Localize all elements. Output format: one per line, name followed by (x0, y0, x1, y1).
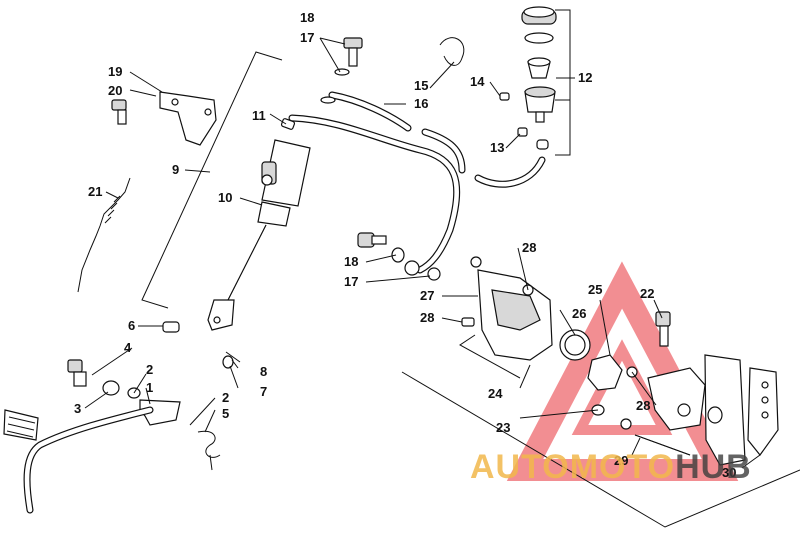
callout-27: 27 (420, 288, 434, 303)
callout-14: 14 (470, 74, 485, 89)
callout-7: 7 (260, 384, 267, 399)
callout-13: 13 (490, 140, 504, 155)
master-cylinder (207, 118, 311, 331)
callout-28: 28 (420, 310, 434, 325)
leader-lines (84, 37, 761, 469)
callout-23: 23 (496, 420, 510, 435)
callout-26: 26 (572, 306, 586, 321)
watermark-part-1: AUTOMOTO (470, 448, 676, 486)
clevis-pin (162, 321, 241, 369)
callout-2: 2 (222, 390, 229, 405)
callout-1: 1 (146, 380, 153, 395)
callout-17: 17 (344, 274, 358, 289)
callout-24: 24 (488, 386, 503, 401)
callout-5: 5 (222, 406, 229, 421)
callout-2: 2 (146, 362, 153, 377)
callout-8: 8 (260, 364, 267, 379)
callout-12: 12 (578, 70, 592, 85)
callout-15: 15 (414, 78, 428, 93)
callout-4: 4 (124, 340, 132, 355)
callout-30: 30 (722, 465, 736, 480)
callout-19: 19 (108, 64, 122, 79)
callout-18: 18 (300, 10, 314, 25)
reservoir-assembly (499, 6, 557, 150)
banjo-fittings (320, 37, 441, 281)
callout-6: 6 (128, 318, 135, 333)
callout-18: 18 (344, 254, 358, 269)
spring (77, 177, 131, 293)
callout-21: 21 (88, 184, 102, 199)
watermark-part-2: HUB (675, 448, 752, 486)
callout-3: 3 (74, 401, 81, 416)
callout-9: 9 (172, 162, 179, 177)
callout-labels: 18 17 19 20 11 9 10 21 15 16 14 12 13 18… (74, 10, 736, 480)
brake-pedal (3, 359, 221, 514)
callout-29: 29 (614, 453, 628, 468)
brake-hoses (288, 91, 546, 274)
callout-10: 10 (218, 190, 232, 205)
callout-16: 16 (414, 96, 428, 111)
callout-28: 28 (522, 240, 536, 255)
callout-11: 11 (252, 108, 266, 123)
callout-17: 17 (300, 30, 314, 45)
callout-25: 25 (588, 282, 602, 297)
assembly-outline-lines (141, 9, 800, 528)
mounting-bracket (111, 91, 217, 146)
hose-clamp (439, 37, 465, 66)
callout-20: 20 (108, 83, 122, 98)
callout-28: 28 (636, 398, 650, 413)
watermark-text: AUTOMOTOHUB (470, 448, 752, 487)
callout-22: 22 (640, 286, 654, 301)
